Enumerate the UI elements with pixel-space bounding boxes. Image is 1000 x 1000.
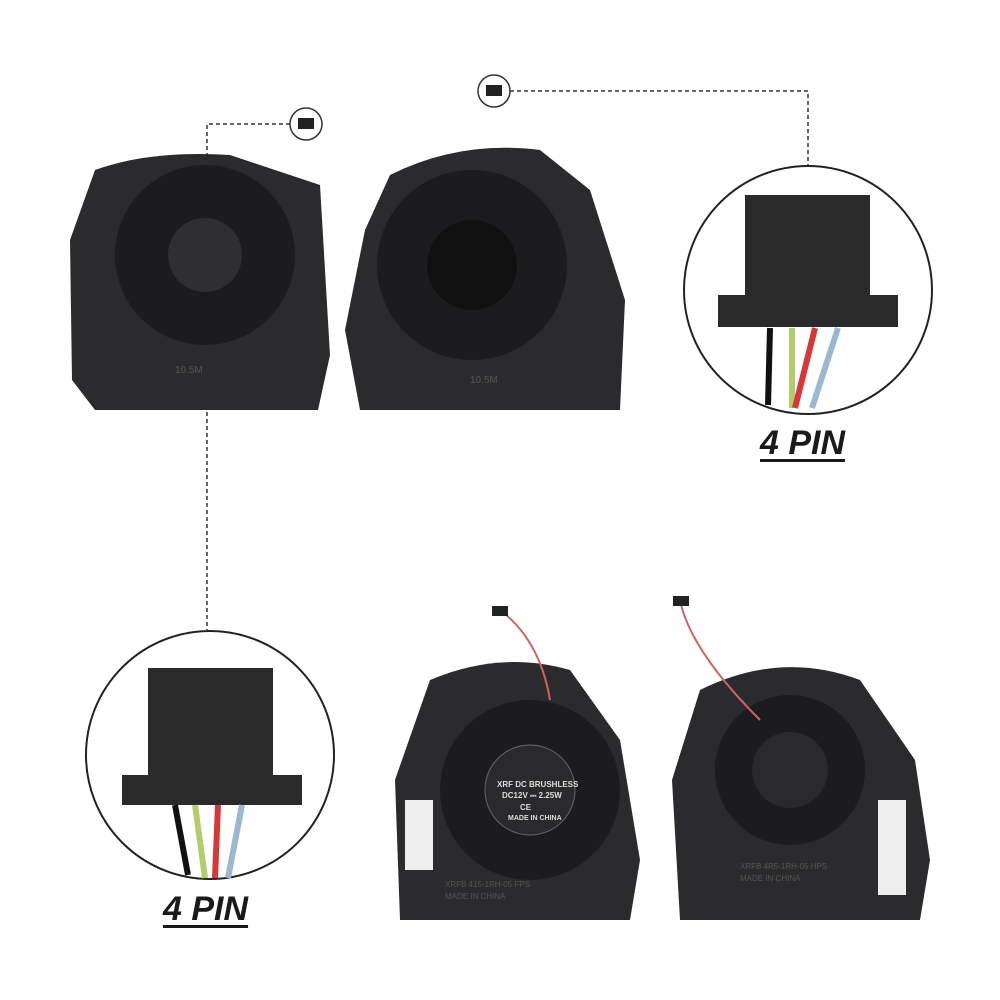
hub-made-in: MADE IN CHINA [508, 815, 562, 822]
hub-ce-mark: CE [520, 803, 532, 812]
fan-marking: MADE IN CHINA [740, 874, 801, 883]
pin-count-label: 4 PIN [760, 424, 846, 462]
fan-bottom-right [672, 667, 930, 920]
fan-marking: XRFB 415-1RH-05 FPS [445, 880, 530, 889]
fan-top-left [70, 154, 330, 410]
fan-marking: MADE IN CHINA [445, 892, 506, 901]
connector-closeup-bottom [85, 630, 335, 880]
fan-top-right [345, 147, 625, 410]
fan-marking: 10.5M [470, 375, 498, 386]
hub-brand: XRF DC BRUSHLESS [497, 780, 579, 789]
callout-lines [206, 90, 809, 630]
hub-rating: DC12V ⎓ 2.25W [502, 791, 562, 800]
fan-marking: 10.5M [175, 365, 203, 376]
connector-closeup-top [683, 165, 933, 415]
fan-marking: XRFB 4R5-1RH-05 HPS [740, 862, 828, 871]
fan-bottom-left [395, 662, 640, 920]
pin-count-label: 4 PIN [163, 890, 249, 928]
